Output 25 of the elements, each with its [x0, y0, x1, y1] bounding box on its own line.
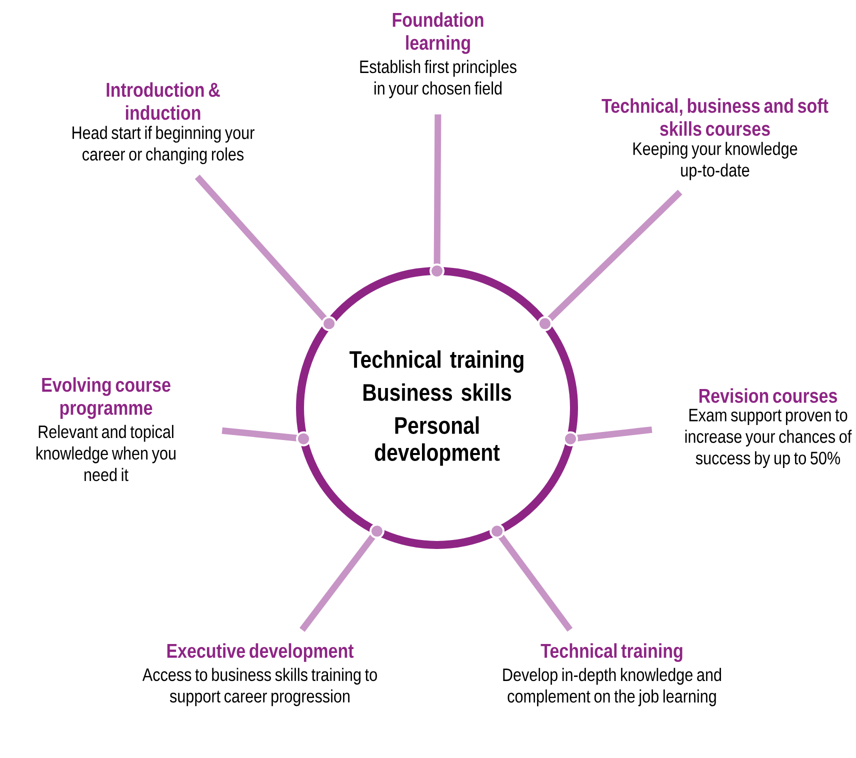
spoke-line: [537, 190, 682, 332]
description: Relevant and topical knowledge when you need it: [36, 424, 176, 482]
spoke-line: [222, 427, 312, 446]
description: Keeping your knowledge up-to-date: [633, 142, 798, 180]
heading: Evolving course programme: [42, 377, 170, 419]
heading: Introduction & induction: [106, 82, 220, 120]
spoke-line: [194, 174, 337, 332]
center-text: Personal development: [374, 416, 500, 466]
heading: Executive development: [167, 643, 354, 662]
heading: Revision courses: [699, 388, 837, 403]
description: Develop in-depth knowledge and complement on the job learning: [503, 668, 722, 706]
spoke-line: [490, 524, 573, 632]
description: Exam support proven to increase your chances of success by up to 50%: [685, 408, 852, 468]
description: Establish first principles in your chosen field: [360, 60, 516, 98]
heading: Technical, business and soft skills courses: [602, 98, 828, 136]
center-text: Business skills: [364, 383, 512, 401]
spoke-line: [430, 114, 444, 278]
heading: Technical training: [540, 643, 682, 662]
description: Head start if beginning your career or changing roles: [72, 126, 254, 164]
spoke-line: [300, 524, 384, 632]
heading: Foundation learning: [392, 12, 484, 54]
ring: [296, 267, 578, 549]
spoke-line: [563, 426, 652, 446]
center-text: Technical training: [350, 350, 524, 373]
description: Access to business skills training to support career progression: [142, 668, 377, 706]
